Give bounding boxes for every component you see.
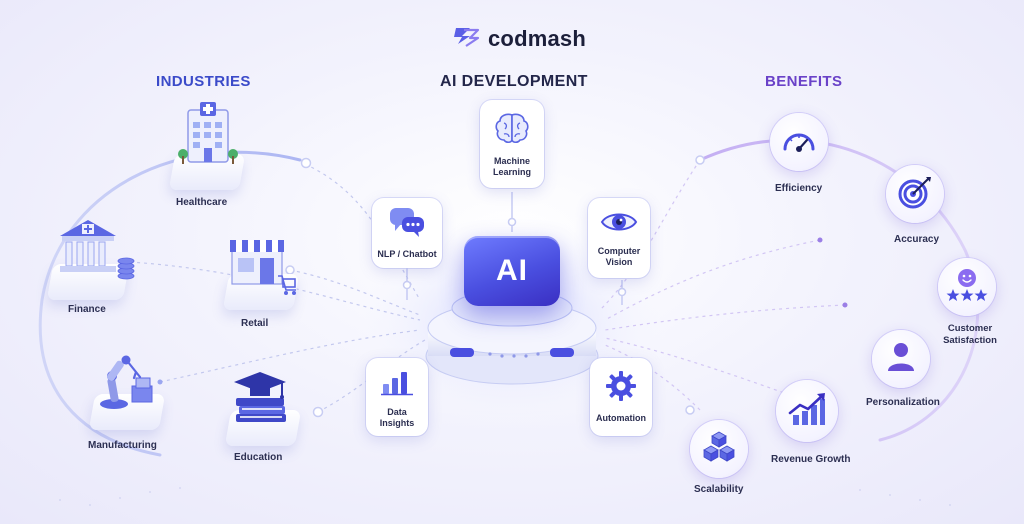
bar-chart-icon	[379, 366, 415, 401]
ai-card-label-data-insights: Data Insights	[379, 406, 415, 428]
smiley-stars-icon	[945, 267, 989, 308]
benefit-scalability	[690, 420, 748, 478]
brand-name: codmash	[488, 25, 586, 51]
graduation-cap-books-icon	[230, 368, 296, 439]
industry-label-healthcare: Healthcare	[176, 197, 228, 208]
ai-card-data-insights: Data Insights	[366, 358, 428, 436]
benefit-customer-satisfaction	[938, 258, 996, 316]
ai-card-automation: Automation	[590, 358, 652, 436]
benefit-label-revenue-growth: Revenue Growth	[771, 454, 851, 465]
ai-card-label-machine-learning: Machine Learning	[492, 155, 531, 177]
ai-card-nlp-chatbot: NLP / Chatbot	[372, 198, 442, 268]
industry-retail	[222, 232, 302, 310]
industry-manufacturing	[86, 348, 166, 430]
speedometer-icon	[781, 125, 817, 160]
industry-label-retail: Retail	[241, 318, 269, 329]
industry-education	[222, 368, 302, 448]
target-icon	[897, 174, 933, 215]
codmash-logo-icon	[452, 24, 480, 53]
industry-label-education: Education	[234, 452, 283, 463]
industry-label-manufacturing: Manufacturing	[88, 440, 157, 451]
cubes-icon	[701, 430, 737, 469]
benefit-label-personalization: Personalization	[866, 397, 940, 408]
chat-bubbles-icon	[388, 206, 426, 243]
benefit-revenue-growth	[776, 380, 838, 442]
ai-development-title: AI DEVELOPMENT	[440, 73, 588, 90]
growth-chart-icon	[787, 391, 827, 432]
benefit-accuracy	[886, 165, 944, 223]
benefit-label-efficiency: Efficiency	[775, 183, 823, 194]
benefits-title: BENEFITS	[765, 73, 843, 90]
brand-header: codmash	[452, 24, 586, 53]
ai-card-machine-learning: Machine Learning	[480, 100, 544, 188]
hospital-building-icon	[178, 100, 238, 177]
ai-card-label-computer-vision: Computer Vision	[597, 245, 641, 267]
user-icon	[886, 341, 916, 378]
industry-healthcare	[164, 100, 248, 190]
benefit-label-customer-satisfaction: Customer Satisfaction	[943, 323, 997, 346]
benefit-personalization	[872, 330, 930, 388]
benefit-label-scalability: Scalability	[694, 484, 744, 495]
ai-core-chip: AI	[464, 236, 560, 306]
ai-card-computer-vision: Computer Vision	[588, 198, 650, 278]
ai-pedestal	[420, 268, 604, 388]
ai-core-label: AI	[496, 254, 528, 287]
robot-arm-icon	[92, 348, 166, 425]
industry-finance	[46, 216, 138, 300]
gear-icon	[605, 370, 637, 407]
brain-icon	[492, 111, 532, 150]
ai-card-label-automation: Automation	[596, 413, 646, 423]
ai-card-label-nlp-chatbot: NLP / Chatbot	[377, 249, 437, 259]
industry-label-finance: Finance	[68, 304, 106, 315]
eye-icon	[600, 209, 638, 240]
bank-icon	[54, 216, 136, 291]
benefit-label-accuracy: Accuracy	[894, 234, 940, 245]
storefront-icon	[226, 232, 300, 303]
industries-title: INDUSTRIES	[156, 73, 251, 90]
benefit-efficiency	[770, 113, 828, 171]
